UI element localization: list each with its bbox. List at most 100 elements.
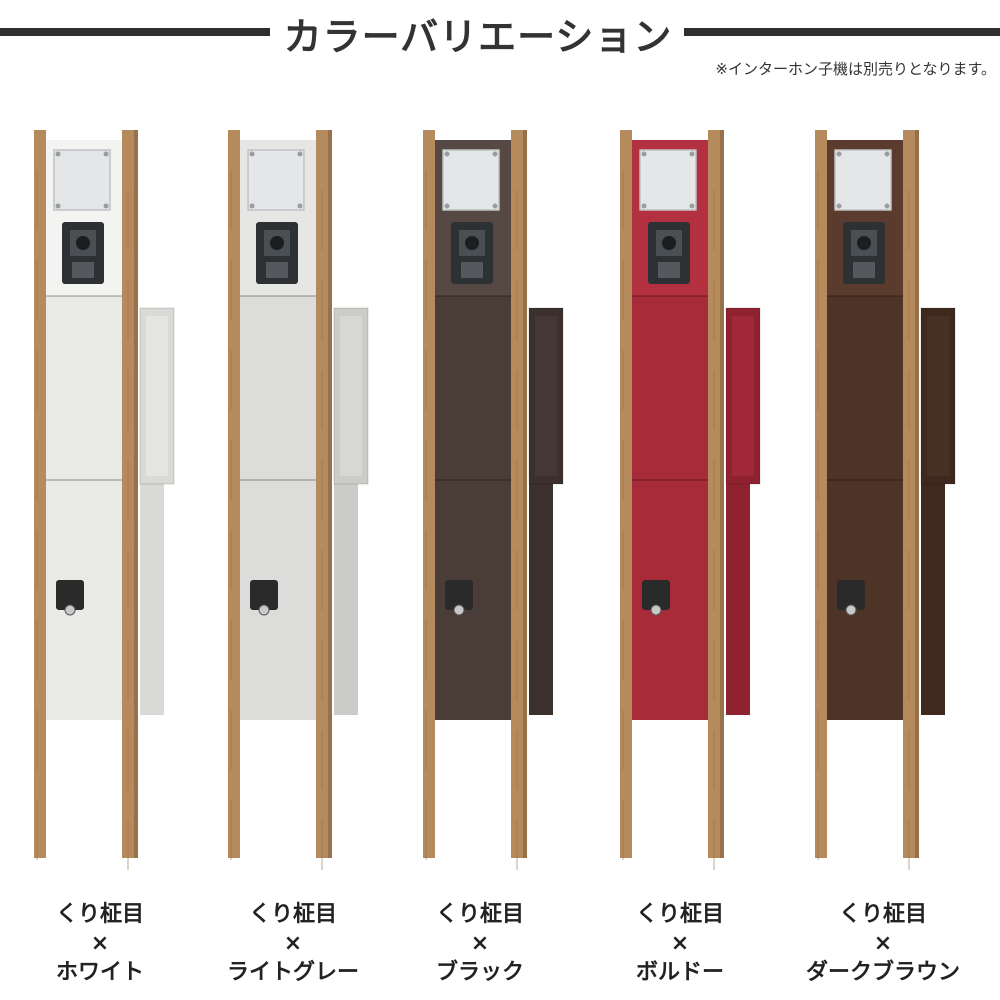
intercom-speaker [72,262,94,278]
screw-icon [641,151,647,157]
key-lock [642,580,670,610]
screw-icon [641,203,647,209]
wood-label: くり柾目 [55,902,144,927]
color-name: ライトグレー [226,960,359,985]
screw-icon [884,151,890,157]
intercom-speaker [658,262,680,278]
post-light-grey [228,130,388,870]
times-symbol: × [283,931,303,956]
intercom-speaker [266,262,288,278]
post-illustration [423,130,564,870]
intercom-speaker [461,262,483,278]
key-lock [445,580,473,610]
keyhole-icon [845,604,857,616]
wood-post-left [620,130,632,858]
screw-icon [689,203,695,209]
post-dark-brown [815,130,975,870]
post-illustration [34,130,175,870]
intercom-note: ※インターホン子機は別売りとなります。 [715,60,996,78]
keyhole-icon [258,604,270,616]
mailbox-side-body [140,475,164,715]
camera-lens-icon [857,236,871,250]
camera-lens-icon [465,236,479,250]
nameplate [53,149,111,211]
post-black [423,130,583,870]
wood-label: くり柾目 [838,902,927,927]
nameplate [442,149,500,211]
keyhole-icon [64,604,76,616]
camera-lens-icon [270,236,284,250]
header: カラーバリエーション ※インターホン子機は別売りとなります。 [0,0,1000,100]
color-name: ダークブラウン [805,960,960,985]
wood-label: くり柾目 [248,902,337,927]
post-illustration [228,130,369,870]
screw-icon [55,203,61,209]
keyhole-icon [650,604,662,616]
title-rule-left [0,28,270,36]
mailbox-side-body [334,475,358,715]
variant-label-dark-brown: くり柾目 × ダークブラウン [783,900,983,987]
color-name: ホワイト [55,960,144,985]
screw-icon [836,203,842,209]
camera-lens-icon [76,236,90,250]
mailbox-side-body [921,475,945,715]
intercom-speaker [853,262,875,278]
wood-label: くり柾目 [435,902,524,927]
post-illustration [815,130,956,870]
screw-icon [836,151,842,157]
variant-label-black: くり柾目 × ブラック [380,900,580,987]
title-rule-right [684,28,1000,36]
mailbox-side-body [529,475,553,715]
mailbox-slot-face [146,316,168,476]
wood-post-edge [915,130,919,858]
wood-post-edge [523,130,527,858]
color-name: ブラック [435,960,524,985]
screw-icon [103,151,109,157]
camera-lens-icon [662,236,676,250]
wood-post-edge [328,130,332,858]
wood-post-left [815,130,827,858]
post-illustration [620,130,761,870]
screw-icon [249,203,255,209]
screw-icon [249,151,255,157]
screw-icon [492,151,498,157]
mailbox-slot-face [340,316,362,476]
wood-post-left [34,130,46,858]
wood-post-left [423,130,435,858]
screw-icon [444,203,450,209]
wood-post-edge [720,130,724,858]
page-title: カラーバリエーション [283,15,673,59]
product-lineup [0,130,1000,870]
key-lock [250,580,278,610]
wood-post-edge [134,130,138,858]
post-white [34,130,194,870]
screw-icon [444,151,450,157]
key-lock [56,580,84,610]
screw-icon [103,203,109,209]
wood-post-left [228,130,240,858]
screw-icon [297,151,303,157]
keyhole-icon [453,604,465,616]
wood-label: くり柾目 [635,902,724,927]
variant-label-light-grey: くり柾目 × ライトグレー [193,900,393,987]
color-name: ボルドー [635,960,724,985]
mailbox-slot-face [927,316,949,476]
mailbox-slot-face [535,316,557,476]
screw-icon [297,203,303,209]
mailbox-slot-face [732,316,754,476]
nameplate [247,149,305,211]
times-symbol: × [90,931,110,956]
times-symbol: × [470,931,490,956]
post-bordeaux [620,130,780,870]
variant-label-bordeaux: くり柾目 × ボルドー [580,900,780,987]
key-lock [837,580,865,610]
nameplate [639,149,697,211]
screw-icon [884,203,890,209]
mailbox-side-body [726,475,750,715]
times-symbol: × [873,931,893,956]
variant-label-white: くり柾目 × ホワイト [0,900,200,987]
times-symbol: × [670,931,690,956]
nameplate [834,149,892,211]
screw-icon [55,151,61,157]
screw-icon [492,203,498,209]
